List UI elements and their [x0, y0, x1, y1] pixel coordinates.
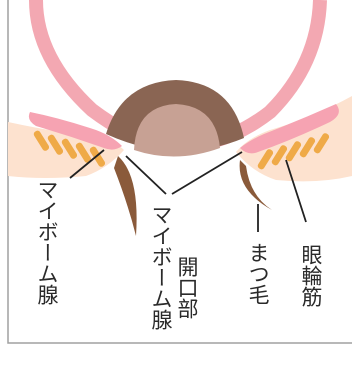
label-meibomian-opening-line2: 開口部	[175, 256, 199, 319]
left-eyelash	[114, 156, 137, 236]
label-orbicularis: 眼輪筋	[299, 244, 323, 307]
leader-meibomian-opening-right	[172, 152, 242, 194]
label-meibomian-opening-line1: マイボーム腺	[149, 204, 173, 330]
label-meibomian-gland: マイボーム腺	[35, 179, 59, 305]
label-eyelash: まつ毛	[246, 242, 270, 305]
